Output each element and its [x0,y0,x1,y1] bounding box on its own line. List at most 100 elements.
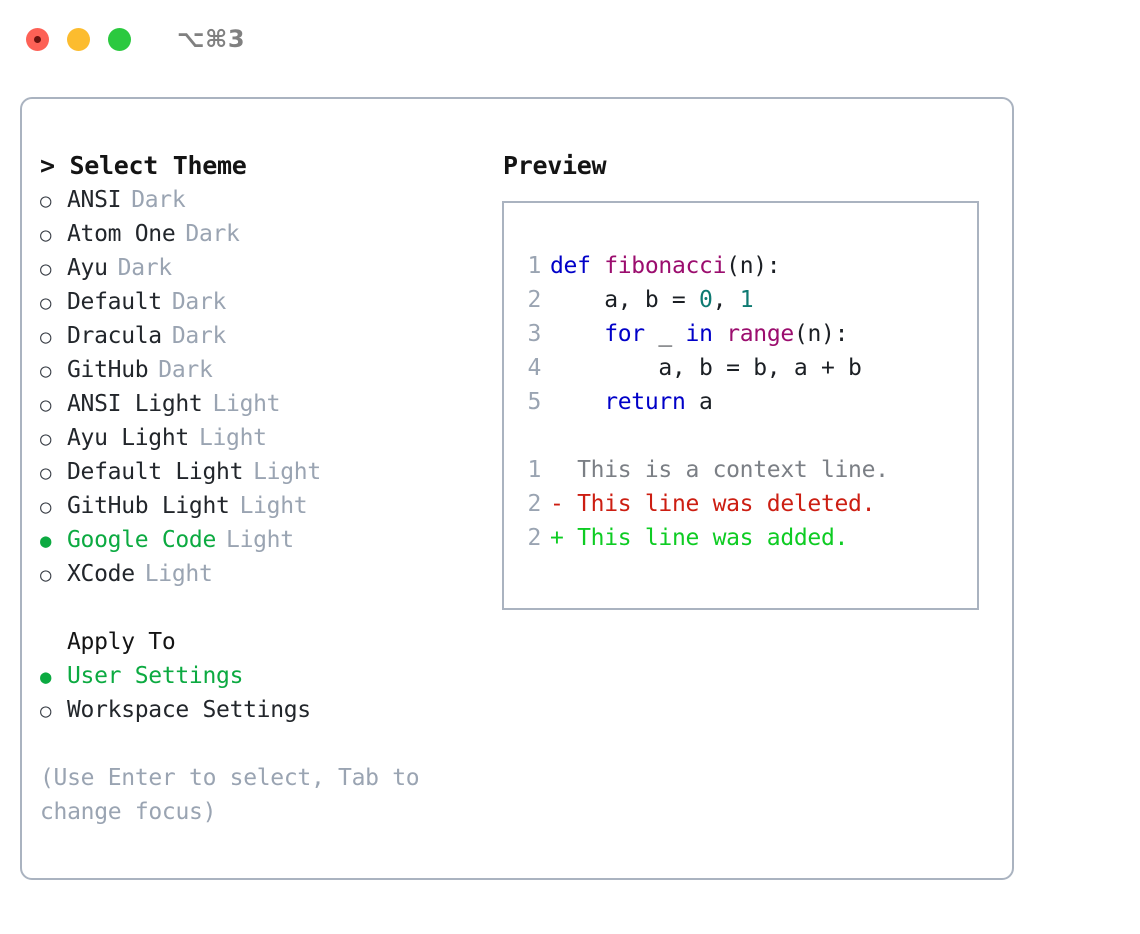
radio-unselected-icon: ○ [40,258,52,280]
radio-unselected-icon: ○ [40,190,52,212]
theme-option-label: Default [67,289,162,315]
select-theme-heading: > Select Theme [40,151,247,180]
apply-to-option-label: Workspace Settings [67,697,311,723]
theme-option-kind-badge: Dark [185,221,240,247]
code-line: 3 for _ in range(n): [504,317,977,351]
line-number: 2 [527,491,541,517]
code-line-content: def fibonacci(n): [550,249,781,283]
theme-option-github-light[interactable]: ○ GitHub Light Light [40,489,502,523]
radio-selected-icon: ● [40,530,52,552]
theme-option-label: ANSI [67,187,122,213]
apply-to-option-label: User Settings [67,663,244,689]
code-token-plain: a, b = [550,287,700,313]
code-token-plain [550,321,604,347]
theme-option-label: ANSI Light [67,391,203,417]
theme-option-kind-badge: Light [226,527,294,553]
code-token-fn: fibonacci [604,253,727,279]
apply-to-option-list: ● User Settings ○Workspace Settings [40,659,502,727]
code-diff-spacer [504,419,977,453]
theme-option-label: Ayu Light [67,425,189,451]
code-token-kw: return [604,389,686,415]
theme-option-kind-badge: Light [212,391,281,417]
theme-option-label: GitHub [67,357,149,383]
theme-option-kind-badge: Dark [171,289,227,315]
theme-option-xcode[interactable]: ○ XCode Light [40,557,502,591]
theme-option-label: Atom One [67,221,176,247]
theme-option-kind-badge: Light [198,425,267,451]
diff-sign [550,453,577,487]
radio-selected-icon: ● [40,666,52,688]
theme-option-kind-badge: Dark [171,323,227,349]
code-token-plain: (n): [726,253,781,279]
code-token-num: 1 [739,287,754,313]
maximize-window-button[interactable] [108,27,131,51]
window-title: ⌥⌘3 [177,25,246,53]
line-number: 1 [527,253,541,279]
theme-option-kind-badge: Light [144,561,213,587]
theme-option-kind-badge: Light [253,459,321,485]
code-line-content: return a [550,385,713,419]
minimize-window-button[interactable] [67,27,90,51]
theme-option-kind-badge: Dark [158,357,213,383]
close-window-button[interactable] [26,27,49,51]
radio-unselected-icon: ○ [40,326,52,348]
apply-to-option-workspace-settings[interactable]: ○Workspace Settings [40,693,502,727]
window-controls [26,27,131,51]
theme-option-ayu[interactable]: ○ Ayu Dark [40,251,502,285]
code-token-plain: a [685,389,713,415]
theme-option-default-light[interactable]: ○ Default Light Light [40,455,502,489]
radio-unselected-icon: ○ [40,564,52,586]
diff-sign: - [550,491,578,517]
code-token-plain [550,389,604,415]
line-number: 2 [527,287,541,313]
line-number: 5 [527,389,541,415]
code-line: 5 return a [504,385,977,419]
theme-option-label: Google Code [67,527,217,553]
code-token-plain: , [712,287,740,313]
code-token-plain [713,321,727,347]
radio-unselected-icon: ○ [40,394,52,416]
theme-option-label: Ayu [67,255,108,281]
theme-option-kind-badge: Dark [117,255,173,281]
section-spacer [40,591,502,625]
theme-option-github[interactable]: ○ GitHub Dark [40,353,502,387]
theme-option-google-code[interactable]: ● Google Code Light [40,523,502,557]
diff-sign: + [550,525,578,551]
diff-line-content: This is a context line. [577,457,889,483]
radio-unselected-icon: ○ [40,428,52,450]
code-line-content: a, b = b, a + b [550,351,862,385]
theme-option-ansi-light[interactable]: ○ ANSI Light Light [40,387,502,421]
code-line: 2 a, b = 0, 1 [504,283,977,317]
theme-option-ayu-light[interactable]: ○ Ayu Light Light [40,421,502,455]
code-line-content: for _ in range(n): [550,317,848,351]
code-line-content: a, b = 0, 1 [550,283,753,317]
title-bar: ⌥⌘3 [0,0,1140,78]
code-token-num: 0 [699,287,713,313]
radio-unselected-icon: ○ [40,496,52,518]
keyboard-hint-text: (Use Enter to select, Tab to change focu… [40,765,420,825]
code-token-plain: (n): [793,321,849,347]
theme-option-label: XCode [67,561,135,587]
code-line: 4 a, b = b, a + b [504,351,977,385]
theme-option-label: Default Light [67,459,244,485]
line-number: 2 [527,525,541,551]
theme-option-kind-badge: Light [239,493,308,519]
theme-option-label: GitHub Light [67,493,230,519]
line-number: 3 [527,321,541,347]
code-token-fn: range [726,321,794,347]
radio-unselected-icon: ○ [40,360,52,382]
apply-to-option-user-settings[interactable]: ● User Settings [40,659,502,693]
code-token-kw: in [685,321,713,347]
radio-unselected-icon: ○ [40,462,52,484]
code-token-kw: def [550,253,605,279]
